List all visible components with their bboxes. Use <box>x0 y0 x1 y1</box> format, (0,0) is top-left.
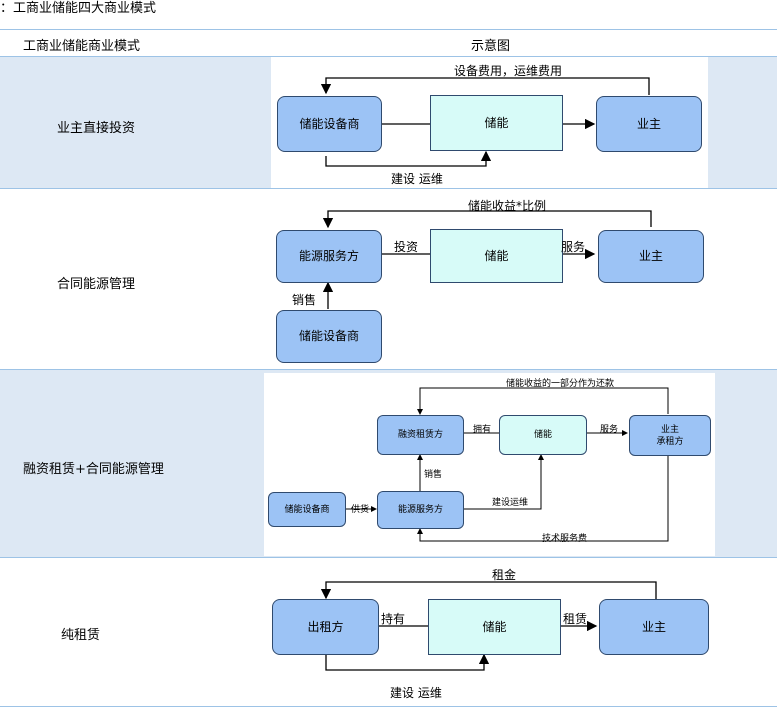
table-row: 融资租赁+合同能源管理 融资租赁方 储能 业主 承租方 储能设备商 能源服务方 … <box>0 370 777 557</box>
diagram-owner-investment: 储能设备商 储能 业主 设备费用，运维费用 建设 运维 <box>271 57 708 188</box>
box-owner: 业主 <box>599 599 709 655</box>
divider <box>0 557 777 558</box>
box-lessor: 出租方 <box>272 599 379 655</box>
label-service: 服务 <box>561 240 586 254</box>
diagram-energy-performance-contract: 能源服务方 储能 业主 储能设备商 储能收益*比例 投资 服务 销售 <box>271 189 708 369</box>
box-storage-equipment-supplier: 储能设备商 <box>276 310 382 363</box>
box-owner-lessee: 业主 承租方 <box>629 415 711 456</box>
box-storage-equipment-supplier: 储能设备商 <box>268 492 346 527</box>
row-model-label: 纯租赁 <box>61 628 101 643</box>
diagram-pure-lease: 出租方 储能 业主 租金 持有 租赁 建设 运维 <box>271 558 711 706</box>
row-model-label: 融资租赁+合同能源管理 <box>23 462 164 477</box>
label-construction-om: 建设 运维 <box>390 686 442 700</box>
box-owner: 业主 <box>596 96 702 152</box>
diagram-finance-lease-epc: 融资租赁方 储能 业主 承租方 储能设备商 能源服务方 储能收益的一部分作为还款… <box>264 373 715 556</box>
divider <box>0 56 777 57</box>
label-sales: 销售 <box>292 293 317 307</box>
label-invest: 投资 <box>394 240 419 254</box>
label-hold: 持有 <box>381 612 406 626</box>
box-energy-service-provider: 能源服务方 <box>276 230 382 283</box>
table-header: 工商业储能商业模式 示意图 <box>0 30 777 56</box>
box-energy-storage: 储能 <box>430 95 563 151</box>
label-tech-service-fee: 技术服务费 <box>542 534 588 544</box>
label-equipment-om-fees: 设备费用，运维费用 <box>454 64 563 78</box>
box-energy-storage: 储能 <box>499 415 587 455</box>
label-storage-revenue-ratio: 储能收益*比例 <box>468 199 547 213</box>
label-construction-om: 建设 运维 <box>391 172 443 186</box>
table-row: 业主直接投资 储能设备商 储能 业主 设备费用，运维费用 建设 运维 <box>0 57 777 188</box>
diagram-connectors <box>322 210 652 309</box>
divider <box>0 29 777 30</box>
label-revenue-repayment: 储能收益的一部分作为还款 <box>506 379 615 389</box>
box-finance-lessor: 融资租赁方 <box>377 415 464 455</box>
box-energy-storage: 储能 <box>430 229 563 283</box>
table-row: 纯租赁 出租方 储能 业主 租金 持有 租赁 建设 运维 <box>0 558 777 706</box>
label-own: 拥有 <box>473 425 492 435</box>
row-model-label: 业主直接投资 <box>57 121 136 136</box>
box-energy-storage: 储能 <box>428 599 561 655</box>
box-storage-equipment-supplier: 储能设备商 <box>277 96 382 152</box>
label-service: 服务 <box>600 425 619 435</box>
label-sales: 销售 <box>424 470 443 480</box>
box-energy-service-provider: 能源服务方 <box>377 491 464 529</box>
label-rent: 租金 <box>492 568 517 582</box>
row-model-label: 合同能源管理 <box>57 277 136 292</box>
diagram-connectors <box>320 77 650 167</box>
divider <box>0 706 777 707</box>
box-owner: 业主 <box>598 230 704 283</box>
divider <box>0 369 777 370</box>
column-header-model: 工商业储能商业模式 <box>23 39 141 54</box>
section-title: ：工商业储能四大商业模式 <box>0 1 157 16</box>
label-lease: 租赁 <box>563 612 588 626</box>
divider <box>0 188 777 189</box>
table-row: 合同能源管理 能源服务方 储能 业主 储能设备商 储能收益*比例 投资 服务 销… <box>0 189 777 369</box>
label-construction-om: 建设运维 <box>492 498 529 508</box>
label-supply: 供货 <box>351 505 370 515</box>
diagram-connectors <box>346 387 669 542</box>
diagram-connectors <box>320 581 657 671</box>
column-header-diagram: 示意图 <box>471 39 511 54</box>
